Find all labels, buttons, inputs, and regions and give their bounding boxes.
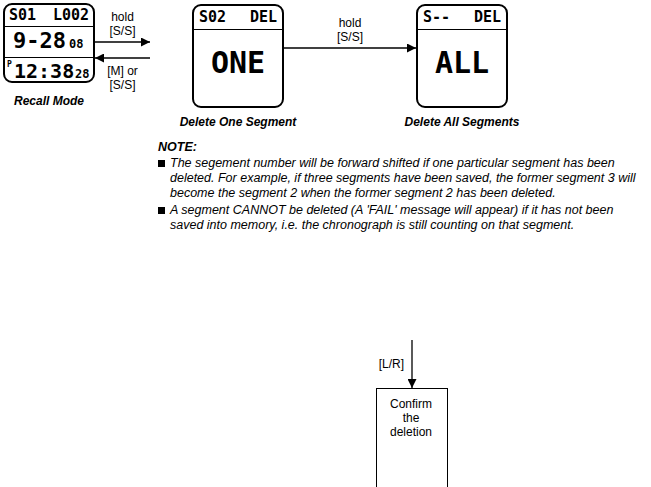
lcd-display: S01L0029-2808P12:3828Recall Mode bbox=[3, 3, 95, 83]
display-divider bbox=[5, 26, 93, 27]
flow-arrow bbox=[411, 340, 412, 388]
pm-indicator: P bbox=[7, 61, 12, 69]
note-text: The segement number will be forward shif… bbox=[158, 156, 642, 201]
button-label: hold [S/S] bbox=[100, 10, 146, 38]
mode-caption: Delete One Segment bbox=[164, 116, 312, 128]
note-text: A segment CANNOT be deleted (A 'FAIL' me… bbox=[158, 203, 642, 233]
display-word: ONE bbox=[194, 48, 282, 78]
display-word: ALL bbox=[418, 48, 506, 78]
lap-number: L002 bbox=[53, 8, 89, 23]
button-label: [L/R] bbox=[379, 357, 404, 371]
year-digits: 08 bbox=[69, 38, 83, 50]
mode-caption: Delete All Segments bbox=[388, 116, 536, 128]
delete-indicator: DEL bbox=[250, 10, 277, 25]
display-divider bbox=[418, 29, 506, 30]
time-digits: 12:38 bbox=[14, 61, 74, 81]
button-label: [M] or [S/S] bbox=[100, 64, 146, 92]
flow-arrow bbox=[95, 41, 150, 42]
note-heading: NOTE: bbox=[158, 140, 642, 154]
flow-arrow bbox=[95, 57, 150, 58]
segment-number: S01 bbox=[9, 8, 36, 23]
flow-arrow bbox=[284, 47, 416, 48]
box-text: Confirm the deletion bbox=[377, 389, 445, 439]
delete-indicator: DEL bbox=[474, 10, 501, 25]
note-block: NOTE: The segement number will be forward… bbox=[158, 140, 642, 235]
segment-number: S-- bbox=[423, 10, 450, 25]
display-divider bbox=[5, 57, 93, 58]
mode-caption: Recall Mode bbox=[0, 95, 107, 107]
process-box: Confirm the deletion bbox=[376, 388, 448, 487]
lcd-display: S02DELONEDelete One Segment bbox=[192, 4, 284, 108]
delete-panel: NOTE: The segement number will be forward… bbox=[150, 0, 648, 340]
seconds-digits: 28 bbox=[75, 68, 89, 80]
button-label: hold [S/S] bbox=[327, 16, 373, 44]
display-divider bbox=[194, 29, 282, 30]
lcd-display: S--DELALLDelete All Segments bbox=[416, 4, 508, 108]
segment-number: S02 bbox=[199, 10, 226, 25]
date-digits: 9-28 bbox=[13, 30, 66, 52]
